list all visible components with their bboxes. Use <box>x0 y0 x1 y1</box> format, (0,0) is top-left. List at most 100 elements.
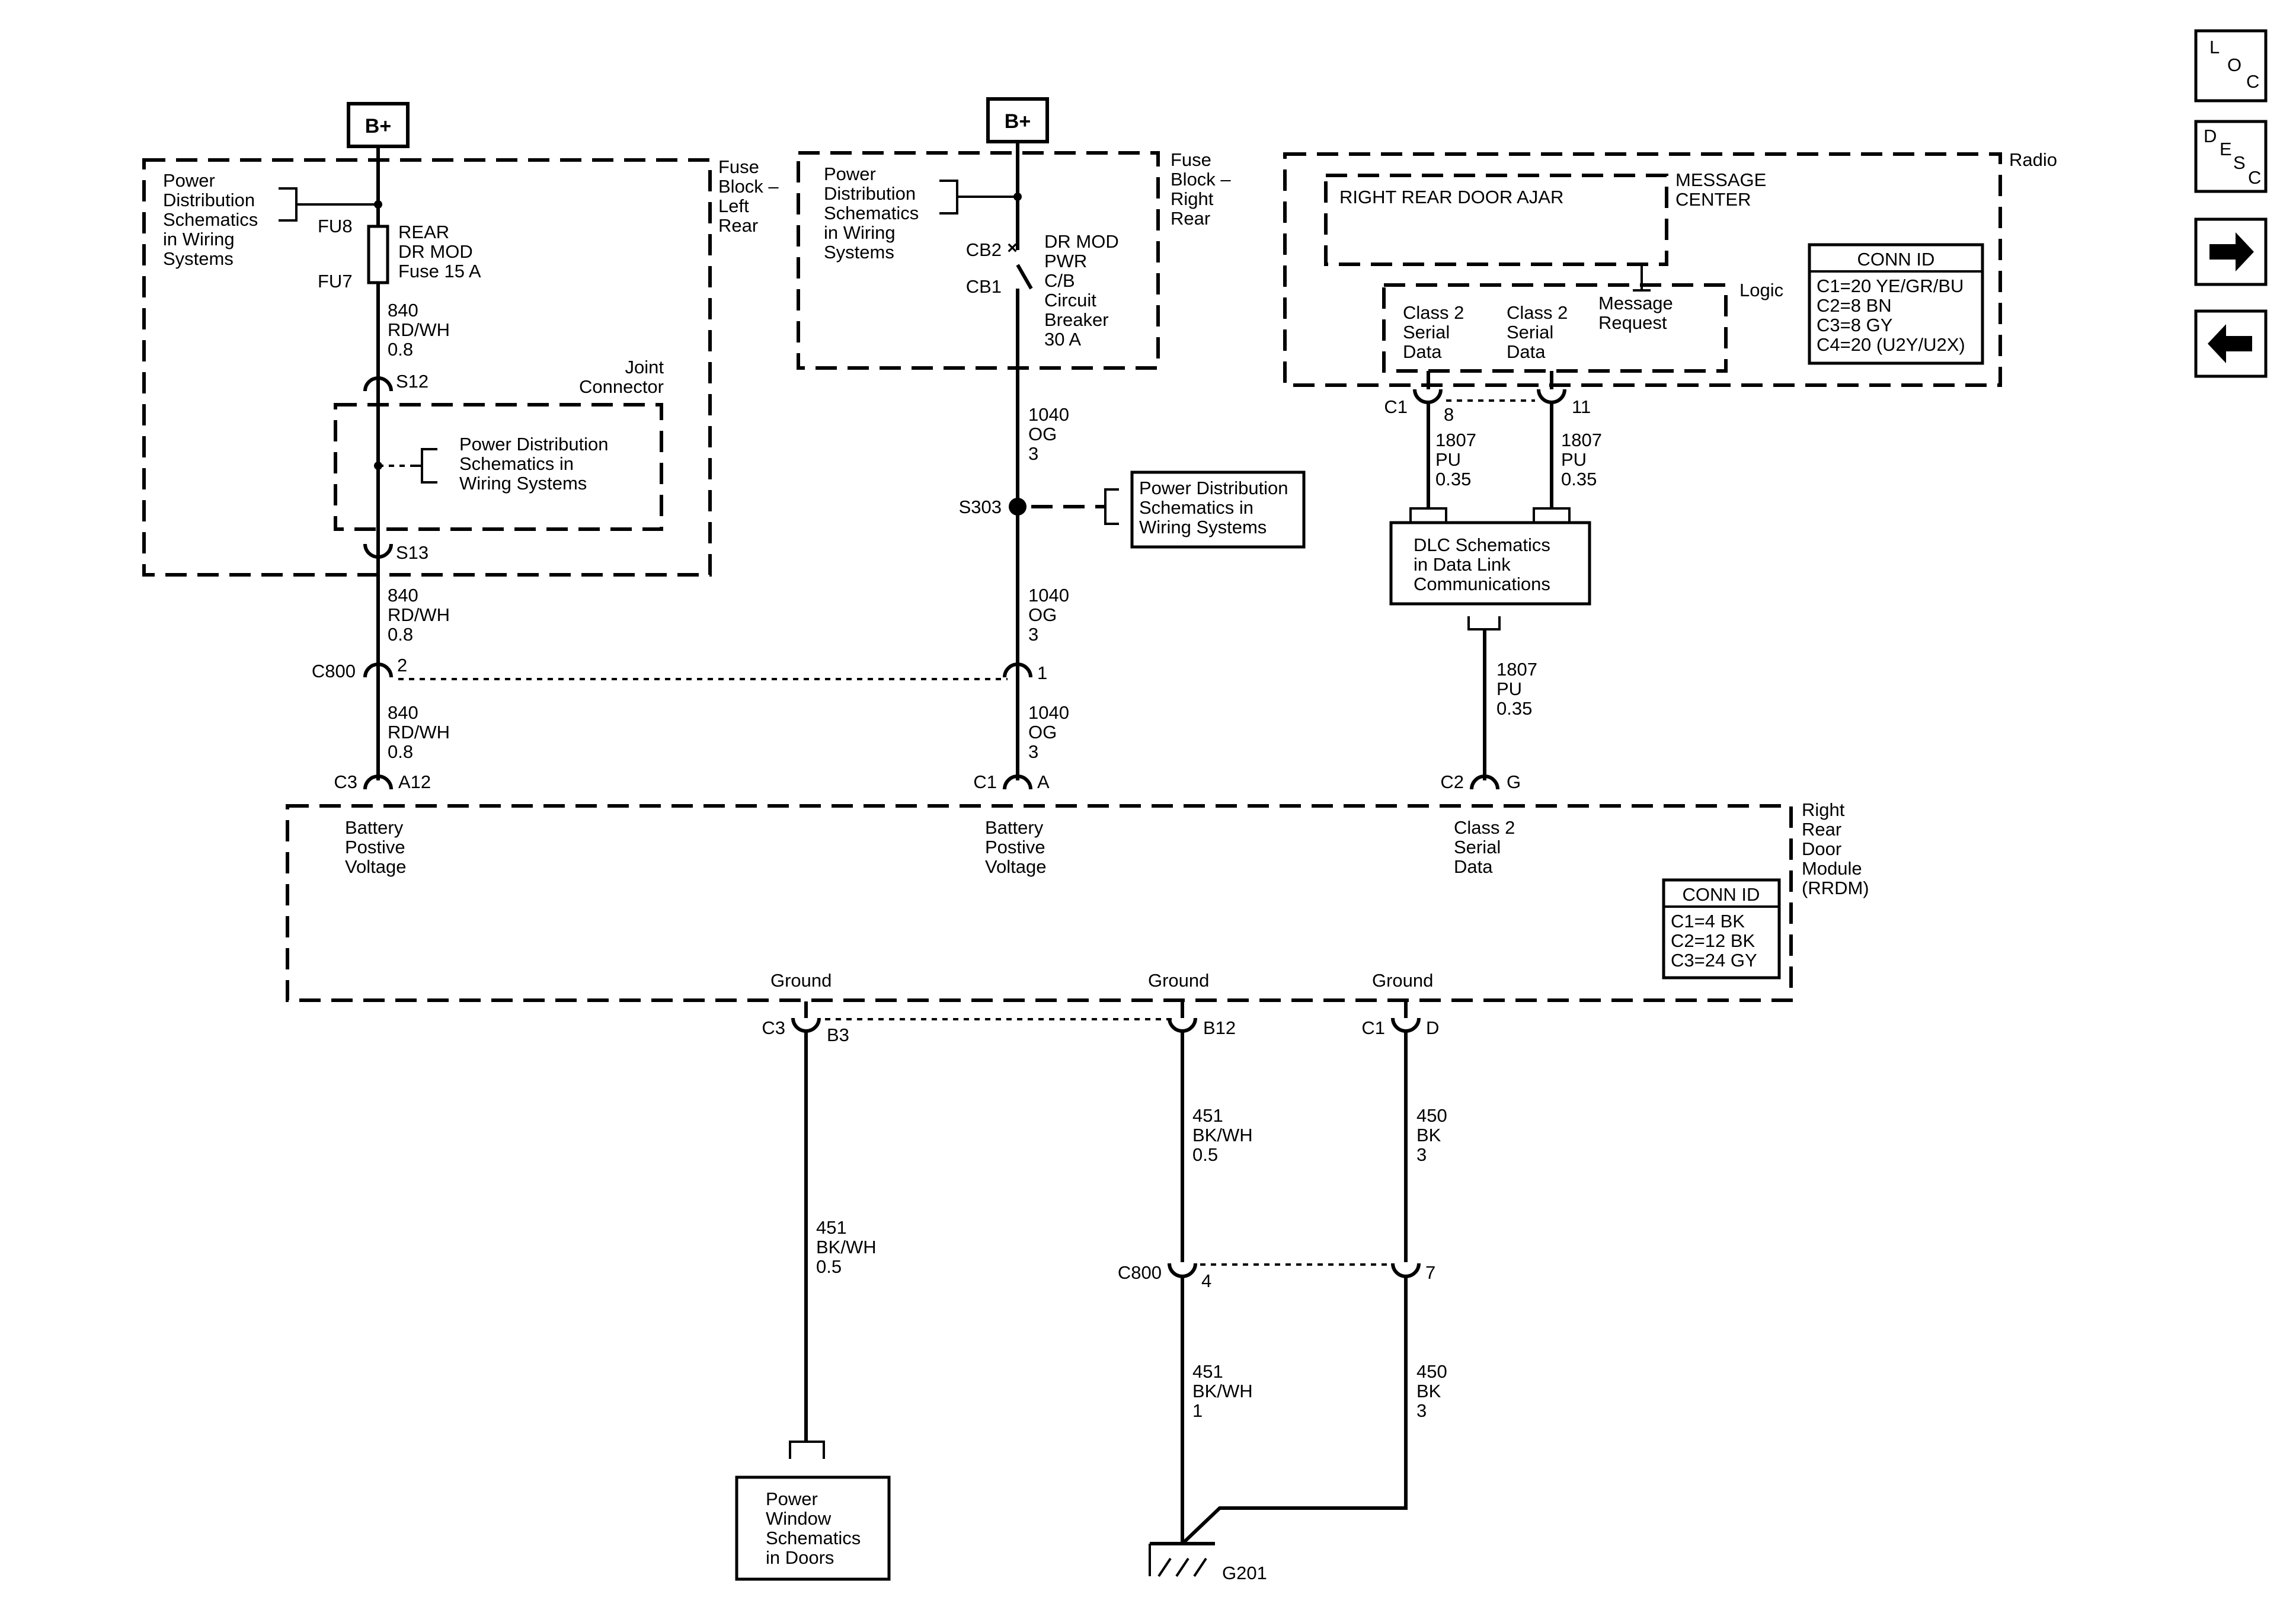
svg-text:C800: C800 <box>1118 1262 1162 1283</box>
svg-text:Connector: Connector <box>579 376 664 397</box>
connector-c3-b3: C3 B3 <box>762 1001 849 1045</box>
connector-c3-a12: C3 A12 <box>334 772 431 792</box>
power-window-bracket <box>789 1441 825 1459</box>
svg-text:S303: S303 <box>959 497 1002 517</box>
svg-text:Power Distribution: Power Distribution <box>1139 478 1288 498</box>
svg-text:Serial: Serial <box>1507 322 1553 343</box>
svg-text:C1=4 BK: C1=4 BK <box>1671 911 1745 932</box>
svg-text:C800: C800 <box>312 661 356 681</box>
svg-text:E: E <box>2220 139 2232 159</box>
joint-power-distribution-ref: Power Distribution Schematics in Wiring … <box>374 434 609 494</box>
connector-c2-g: C2 G <box>1440 772 1521 792</box>
svg-text:B12: B12 <box>1203 1017 1236 1038</box>
fuse-block-right-label: Fuse Block – Right Rear <box>1171 149 1231 229</box>
message-request-text: Message Request <box>1598 293 1673 333</box>
wire-label-840-2: 840 RD/WH 0.8 <box>388 585 450 645</box>
svg-text:Power Distribution: Power Distribution <box>459 434 609 454</box>
wire-label-1807-left: 1807 PU 0.35 <box>1435 430 1476 489</box>
svg-text:451: 451 <box>1192 1105 1223 1126</box>
svg-text:Schematics in: Schematics in <box>459 453 574 474</box>
svg-text:Schematics: Schematics <box>766 1528 861 1548</box>
svg-text:RD/WH: RD/WH <box>388 319 450 340</box>
svg-text:in Data Link: in Data Link <box>1414 554 1511 575</box>
svg-text:Left: Left <box>718 196 749 216</box>
svg-text:C2: C2 <box>1440 772 1464 792</box>
logic-outline <box>1382 283 1728 373</box>
svg-text:CONN ID: CONN ID <box>1857 249 1935 270</box>
svg-text:Message: Message <box>1598 293 1673 313</box>
svg-text:S13: S13 <box>396 542 428 563</box>
svg-text:(RRDM): (RRDM) <box>1802 878 1869 898</box>
fuse-block-left-label: Fuse Block – Left Rear <box>718 156 779 236</box>
svg-text:1807: 1807 <box>1435 430 1476 450</box>
rrdm-battery-voltage-2: Battery Postive Voltage <box>985 817 1046 877</box>
svg-text:DLC Schematics: DLC Schematics <box>1414 534 1550 555</box>
svg-text:Distribution: Distribution <box>824 183 916 204</box>
circuit-breaker-cb: × CB2 CB1 DR MOD PWR C/B Circuit Breaker… <box>966 231 1119 350</box>
wire-label-451-c: 451 BK/WH 1 <box>1192 1361 1253 1421</box>
prev-button[interactable] <box>2194 309 2268 378</box>
svg-text:REAR: REAR <box>398 222 449 242</box>
svg-text:Module: Module <box>1802 858 1862 879</box>
svg-text:Fuse: Fuse <box>1171 149 1211 170</box>
dlc-bottom-bracket <box>1467 616 1501 630</box>
ground-label-3: Ground <box>1372 970 1433 991</box>
svg-text:Schematics: Schematics <box>163 209 258 230</box>
svg-text:Breaker: Breaker <box>1044 309 1109 330</box>
svg-text:C1: C1 <box>973 772 997 792</box>
svg-text:Serial: Serial <box>1454 837 1501 857</box>
radio-label: Radio <box>2009 149 2057 170</box>
svg-text:CENTER: CENTER <box>1675 189 1751 210</box>
wire-label-1807-bottom: 1807 PU 0.35 <box>1496 659 1537 719</box>
connector-c800-top-pin1: 1 <box>1003 662 1047 683</box>
fuse-block-right-outline <box>797 151 1160 370</box>
bplus-left: B+ <box>347 102 410 148</box>
rrdm-conn-id-table: CONN ID C1=4 BK C2=12 BK C3=24 GY <box>1662 878 1781 980</box>
logic-label: Logic <box>1739 280 1783 300</box>
svg-text:Distribution: Distribution <box>163 190 255 210</box>
desc-button[interactable]: D E S C <box>2194 120 2268 193</box>
svg-text:0.5: 0.5 <box>816 1256 842 1277</box>
svg-text:Class 2: Class 2 <box>1403 302 1464 323</box>
power-distribution-ref-right: Power Distribution Schematics in Wiring … <box>824 164 1022 263</box>
svg-text:Request: Request <box>1598 312 1667 333</box>
dlc-brackets <box>1409 507 1571 521</box>
power-window-box: Power Window Schematics in Doors <box>735 1475 891 1581</box>
svg-text:B3: B3 <box>827 1025 849 1045</box>
svg-text:S: S <box>2233 152 2246 173</box>
fuse-block-left-outline <box>142 158 712 577</box>
svg-text:S12: S12 <box>396 371 428 392</box>
svg-text:BK/WH: BK/WH <box>1192 1125 1253 1145</box>
next-button[interactable] <box>2194 217 2268 286</box>
svg-text:C2=8 BN: C2=8 BN <box>1817 295 1892 316</box>
joint-connector-outline <box>334 403 663 531</box>
wire-label-450-b: 450 BK 3 <box>1416 1361 1447 1421</box>
svg-text:FU8: FU8 <box>318 216 353 236</box>
svg-text:OG: OG <box>1028 722 1057 742</box>
class2-data-b: Class 2 Serial Data <box>1507 302 1568 362</box>
wire-450-b <box>1181 1277 1408 1545</box>
rrdm-class2-serial-data: Class 2 Serial Data <box>1454 817 1515 877</box>
svg-text:Wiring Systems: Wiring Systems <box>1139 517 1267 537</box>
ground-g201-icon: G201 <box>1149 1542 1267 1583</box>
ground-label-2: Ground <box>1148 970 1209 991</box>
message-center-outline <box>1324 174 1668 266</box>
svg-text:C2=12 BK: C2=12 BK <box>1671 930 1755 951</box>
svg-text:1807: 1807 <box>1561 430 1602 450</box>
wire-label-450-a: 450 BK 3 <box>1416 1105 1447 1165</box>
wire-label-1040-3: 1040 OG 3 <box>1028 702 1069 762</box>
svg-text:0.8: 0.8 <box>388 339 413 360</box>
svg-text:Right: Right <box>1802 799 1845 820</box>
svg-text:Systems: Systems <box>163 248 234 269</box>
svg-text:C1: C1 <box>1361 1017 1385 1038</box>
svg-text:Power: Power <box>824 164 876 184</box>
message-request-link <box>1633 265 1651 292</box>
svg-text:C3: C3 <box>762 1017 785 1038</box>
svg-text:B+: B+ <box>365 115 391 137</box>
loc-button[interactable]: L O C <box>2194 29 2268 103</box>
svg-text:1040: 1040 <box>1028 585 1069 606</box>
svg-text:7: 7 <box>1425 1262 1435 1283</box>
svg-text:11: 11 <box>1572 396 1591 417</box>
svg-text:A12: A12 <box>398 772 431 792</box>
